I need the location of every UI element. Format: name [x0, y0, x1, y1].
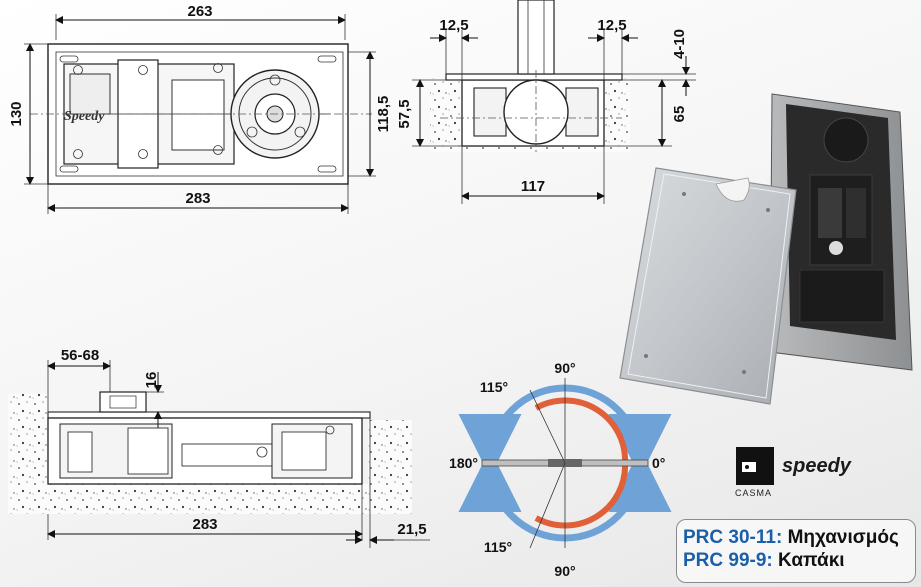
product-code-row: PRC 99-9: Καπάκι [683, 549, 915, 572]
product-illustration [619, 93, 913, 405]
dim-117: 117 [521, 178, 545, 195]
dim-283-side: 283 [192, 516, 217, 533]
section-view-drawing: 12,5 12,5 4-10 57,5 65 117 [396, 0, 696, 204]
dim-130: 130 [8, 101, 25, 126]
product-description: Καπάκι [778, 550, 845, 571]
angle-0: 0° [652, 455, 665, 471]
brand-name: speedy [782, 455, 851, 477]
dim-283-top: 283 [185, 190, 210, 207]
dim-56-68: 56-68 [61, 347, 99, 364]
dim-21-5: 21,5 [397, 521, 426, 538]
angle-115-top: 115° [480, 379, 508, 395]
dim-12-5-left: 12,5 [439, 17, 468, 34]
dim-4-10: 4-10 [671, 29, 688, 59]
angle-115-bottom: 115° [484, 539, 512, 555]
top-view-brand-stamp: Speedy [64, 109, 105, 124]
opening-angle-diagram: 90° 90° 180° 0° 115° 115° [449, 360, 672, 579]
dim-118-5: 118,5 [375, 96, 392, 133]
product-description: Μηχανισμός [787, 527, 899, 548]
casma-logo-icon [736, 447, 774, 485]
product-codes-box: PRC 30-11: Μηχανισμός PRC 99-9: Καπάκι [676, 519, 916, 583]
angle-90-top: 90° [554, 360, 575, 376]
brand-maker: CASMA [735, 488, 773, 498]
dim-263: 263 [187, 3, 212, 20]
dim-57-5: 57,5 [396, 99, 413, 128]
dim-12-5-right: 12,5 [597, 17, 626, 34]
top-view-drawing: 263 Speedy 130 [8, 3, 392, 214]
dim-65: 65 [671, 106, 688, 123]
angle-180: 180° [449, 455, 478, 471]
product-code-row: PRC 30-11: Μηχανισμός [683, 526, 915, 549]
dim-16: 16 [143, 372, 160, 389]
product-code: PRC 30-11: [683, 527, 783, 548]
angle-90-bottom: 90° [554, 563, 575, 579]
product-code: PRC 99-9: [683, 550, 773, 571]
side-view-drawing: 56-68 16 283 21,5 [8, 347, 430, 548]
